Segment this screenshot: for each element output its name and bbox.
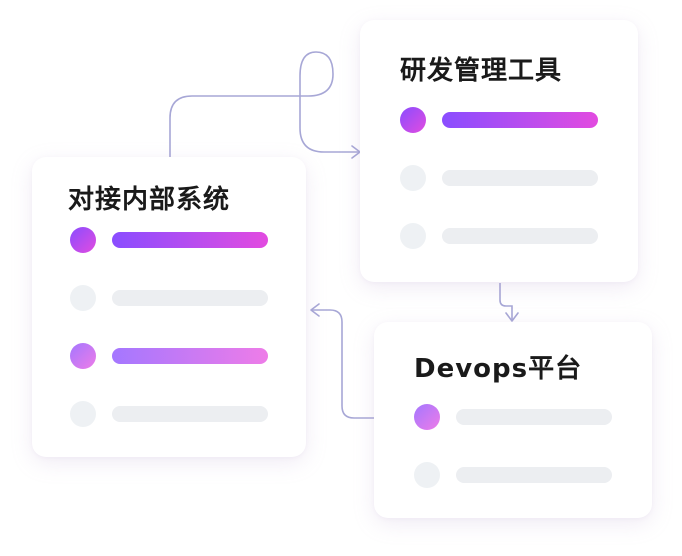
internal-card: 对接内部系统 — [32, 157, 306, 457]
devtools-card-title: 研发管理工具 — [400, 56, 563, 86]
status-dot — [70, 343, 96, 369]
status-dot — [400, 165, 426, 191]
status-dot — [400, 223, 426, 249]
progress-bar — [442, 112, 598, 128]
progress-bar — [112, 232, 268, 248]
placeholder-bar — [456, 409, 612, 425]
connector-devtools-to-devops — [499, 283, 513, 320]
connector-devops-to-internal — [312, 309, 374, 419]
list-item — [70, 227, 270, 253]
placeholder-bar — [112, 406, 268, 422]
arrowhead-devops — [505, 312, 519, 322]
placeholder-bar — [442, 170, 598, 186]
internal-card-title: 对接内部系统 — [68, 185, 231, 215]
list-item — [70, 285, 270, 311]
connector-internal-to-devtools — [169, 51, 360, 157]
status-dot — [400, 107, 426, 133]
placeholder-bar — [442, 228, 598, 244]
arrowhead-devtools — [351, 145, 361, 159]
status-dot — [70, 401, 96, 427]
devops-card: Devops平台 — [374, 322, 652, 518]
status-dot — [70, 285, 96, 311]
placeholder-bar — [112, 290, 268, 306]
list-item — [400, 165, 600, 191]
arrowhead-internal — [310, 303, 320, 317]
list-item — [400, 107, 600, 133]
list-item — [414, 462, 614, 488]
list-item — [400, 223, 600, 249]
devtools-card: 研发管理工具 — [360, 20, 638, 282]
status-dot — [414, 462, 440, 488]
progress-bar — [112, 348, 268, 364]
status-dot — [70, 227, 96, 253]
devops-card-title: Devops平台 — [414, 354, 583, 384]
list-item — [70, 401, 270, 427]
status-dot — [414, 404, 440, 430]
list-item — [70, 343, 270, 369]
list-item — [414, 404, 614, 430]
placeholder-bar — [456, 467, 612, 483]
